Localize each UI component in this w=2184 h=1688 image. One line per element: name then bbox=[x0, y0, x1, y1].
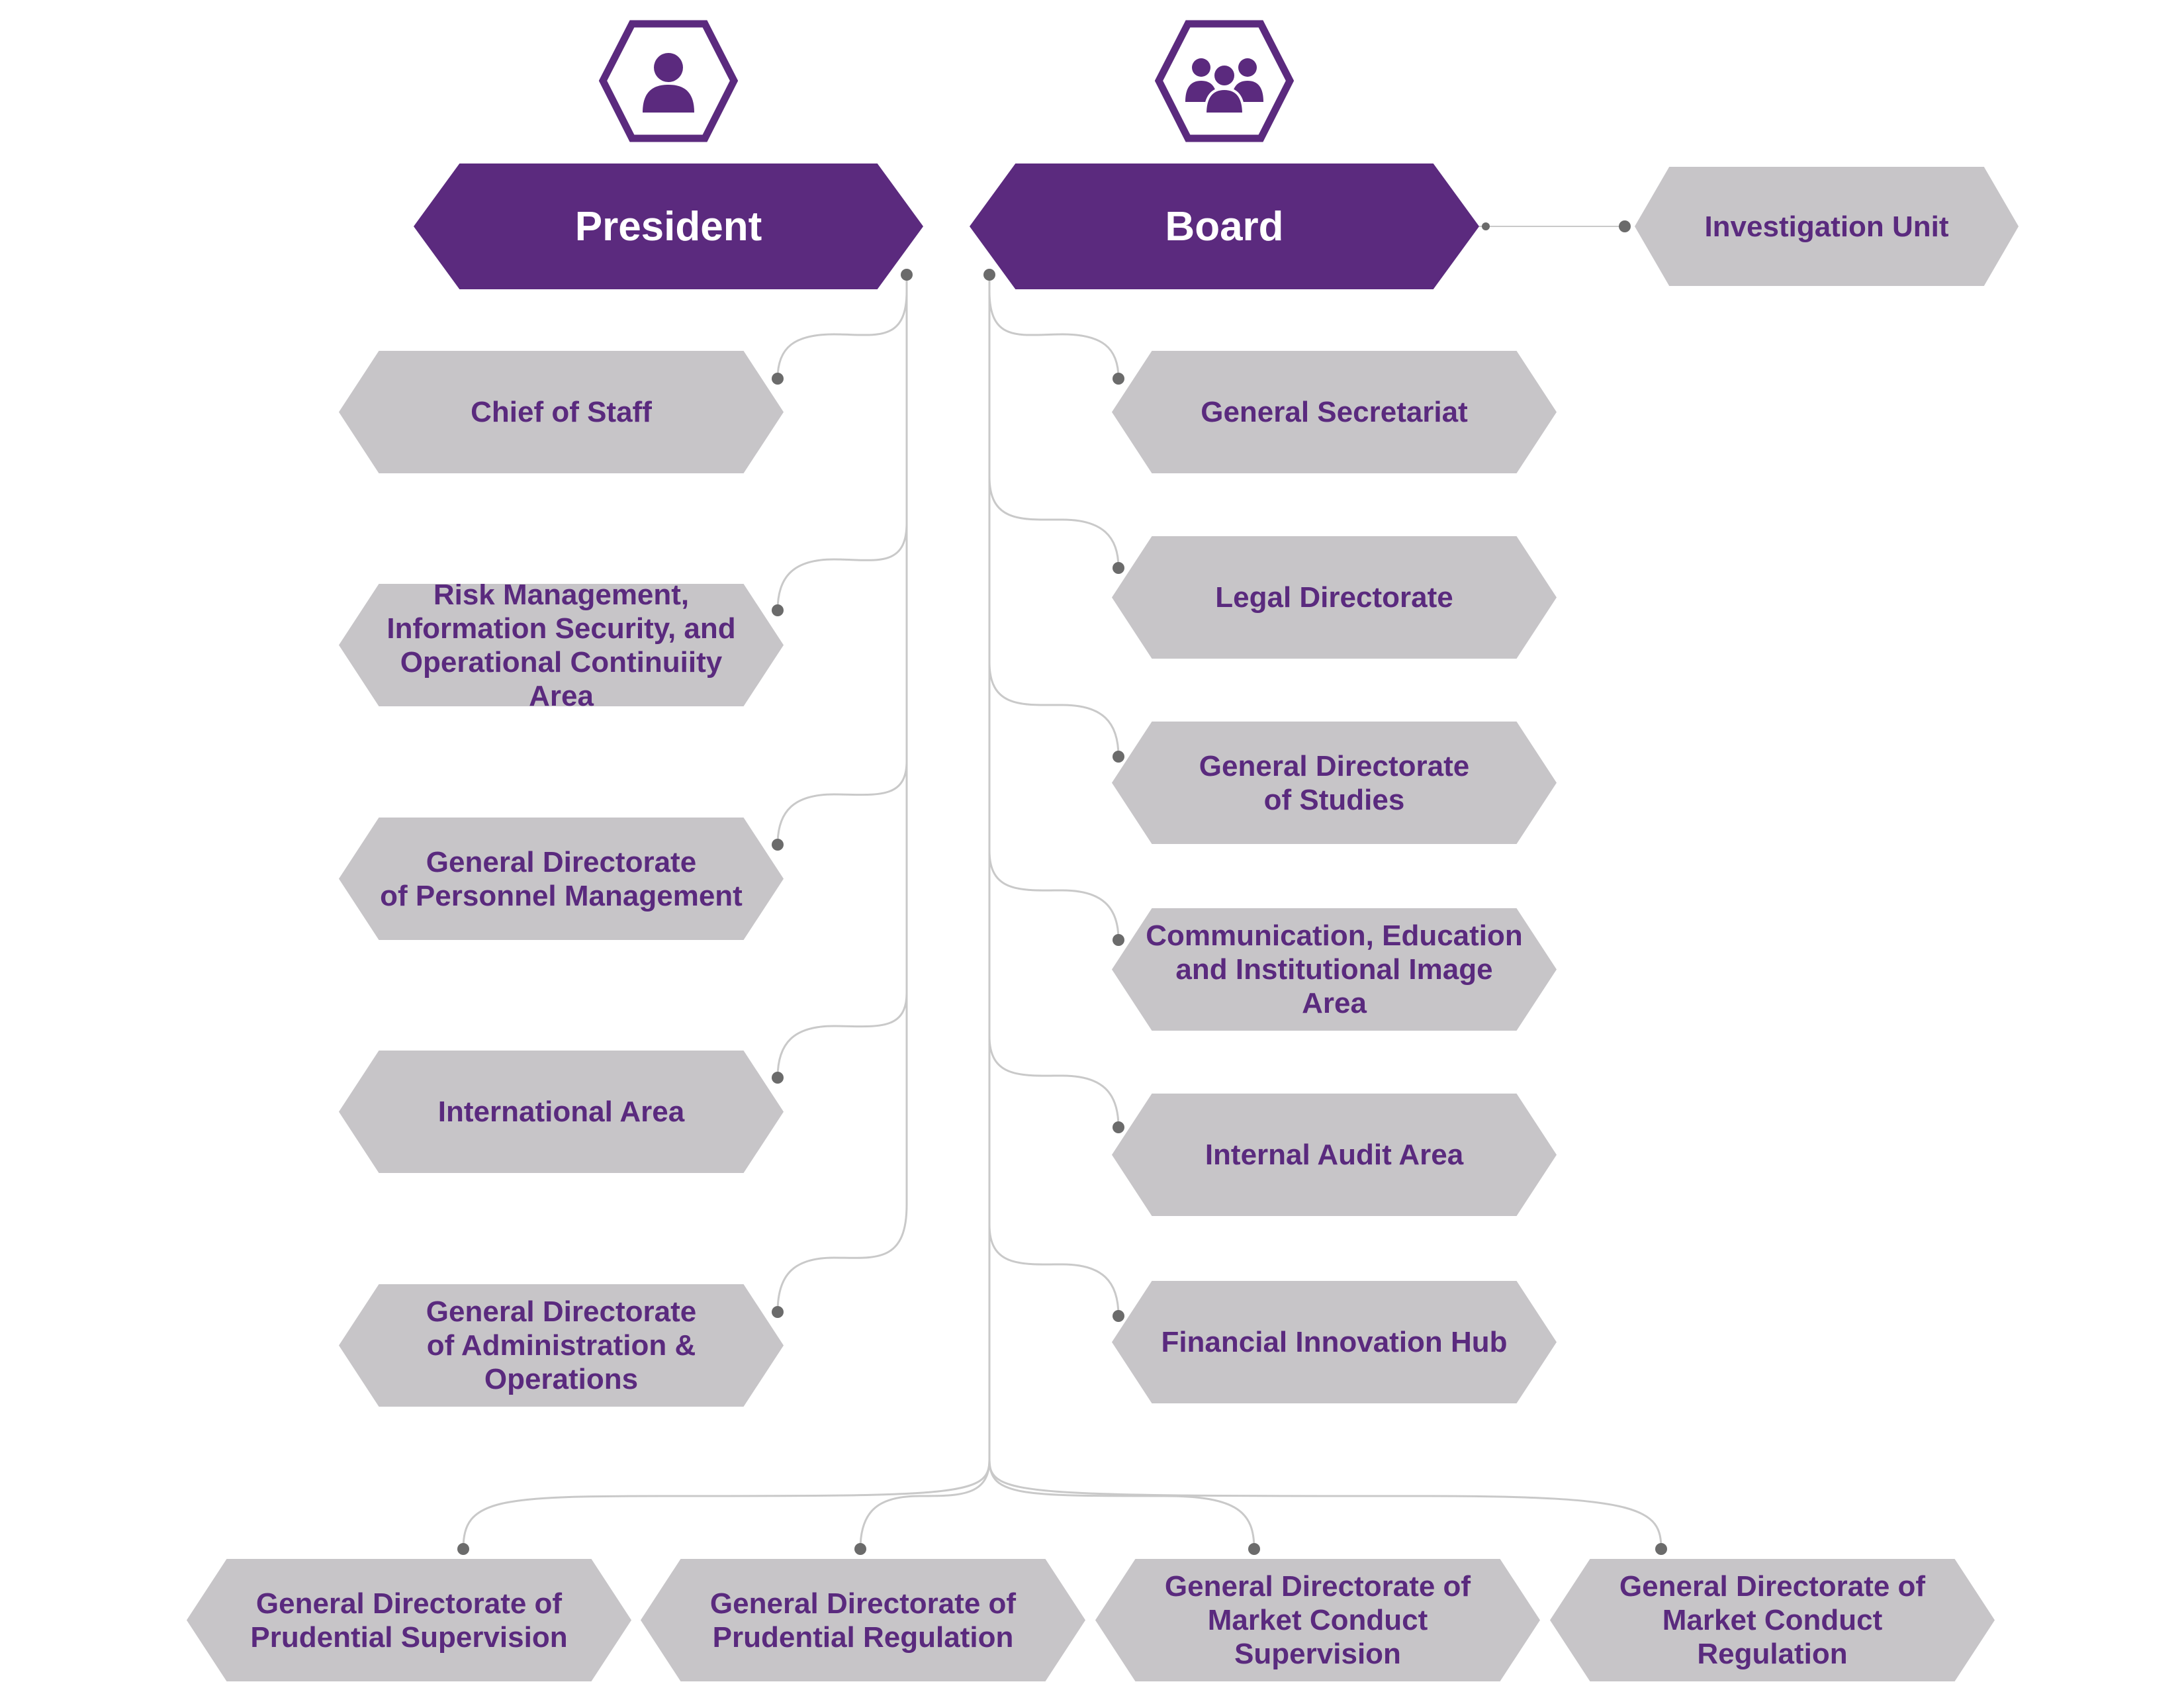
connector-market-supervision bbox=[988, 1459, 1255, 1550]
dot-legal bbox=[1113, 562, 1124, 574]
dot-administration bbox=[772, 1306, 784, 1318]
unit-label: General Directorate of Studies bbox=[1199, 749, 1470, 816]
unit-market-conduct-regulation: General Directorate of Market Conduct Re… bbox=[1550, 1559, 1995, 1681]
unit-label: General Directorate of Administration & … bbox=[426, 1295, 697, 1395]
dot-board-right bbox=[1482, 222, 1490, 230]
dot-communication bbox=[1113, 934, 1124, 946]
connector-administration bbox=[776, 1204, 908, 1313]
unit-international-area: International Area bbox=[339, 1051, 784, 1173]
dot-market-regulation bbox=[1655, 1543, 1667, 1555]
unit-legal-directorate: Legal Directorate bbox=[1112, 536, 1557, 659]
connector-international bbox=[776, 992, 908, 1078]
dot-prudential-supervision bbox=[457, 1543, 469, 1555]
unit-label: Legal Directorate bbox=[1215, 581, 1453, 614]
unit-label: International Area bbox=[437, 1096, 685, 1128]
unit-label: Communication, Education and Institution… bbox=[1146, 919, 1523, 1019]
connector-market-regulation bbox=[988, 1459, 1662, 1550]
dot-risk-management bbox=[772, 604, 784, 616]
unit-prudential-regulation: General Directorate of Prudential Regula… bbox=[641, 1559, 1085, 1681]
unit-label: General Directorate of Prudential Regula… bbox=[709, 1587, 1017, 1654]
dot-general-secretariat bbox=[1113, 373, 1124, 385]
unit-administration-operations: General Directorate of Administration & … bbox=[339, 1284, 784, 1407]
connector-legal bbox=[988, 476, 1120, 569]
unit-communication-education: Communication, Education and Institution… bbox=[1112, 908, 1557, 1031]
unit-financial-innovation-hub: Financial Innovation Hub bbox=[1112, 1281, 1557, 1403]
connector-innovation bbox=[988, 1224, 1120, 1317]
connector-risk-management bbox=[776, 522, 908, 611]
dot-president bbox=[901, 269, 913, 281]
unit-label: Internal Audit Area bbox=[1205, 1139, 1464, 1171]
unit-chief-of-staff: Chief of Staff bbox=[339, 351, 784, 473]
unit-label: General Directorate of Market Conduct Su… bbox=[1164, 1570, 1471, 1670]
unit-risk-management: Risk Management, Information Security, a… bbox=[339, 584, 784, 706]
unit-label: General Directorate of Market Conduct Re… bbox=[1619, 1570, 1926, 1670]
dot-international bbox=[772, 1072, 784, 1084]
single-person-icon bbox=[599, 20, 738, 142]
unit-studies: General Directorate of Studies bbox=[1112, 722, 1557, 844]
connector-personnel bbox=[776, 761, 908, 845]
unit-personnel-management: General Directorate of Personnel Managem… bbox=[339, 818, 784, 940]
unit-general-secretariat: General Secretariat bbox=[1112, 351, 1557, 473]
unit-label: Chief of Staff bbox=[471, 396, 652, 428]
connector-chief-of-staff bbox=[776, 291, 908, 379]
connector-prudential-regulation bbox=[859, 1459, 991, 1550]
unit-internal-audit: Internal Audit Area bbox=[1112, 1094, 1557, 1216]
board-box: Board bbox=[970, 164, 1479, 289]
unit-label: General Secretariat bbox=[1201, 396, 1468, 428]
dot-board bbox=[983, 269, 995, 281]
president-label: President bbox=[574, 203, 762, 250]
unit-prudential-supervision: General Directorate of Prudential Superv… bbox=[187, 1559, 631, 1681]
unit-label: Risk Management, Information Security, a… bbox=[387, 578, 736, 712]
unit-label: Financial Innovation Hub bbox=[1161, 1326, 1508, 1358]
investigation-unit-label: Investigation Unit bbox=[1704, 210, 1949, 243]
investigation-unit-box: Investigation Unit bbox=[1635, 167, 2019, 286]
connector-studies bbox=[988, 661, 1120, 757]
unit-label: General Directorate of Personnel Managem… bbox=[380, 845, 743, 912]
connector-communication bbox=[988, 850, 1120, 941]
connector-prudential-supervision bbox=[462, 1459, 991, 1550]
board-label: Board bbox=[1165, 203, 1284, 250]
unit-label: General Directorate of Prudential Superv… bbox=[250, 1587, 568, 1654]
dot-investigation-unit bbox=[1619, 220, 1631, 232]
dot-innovation bbox=[1113, 1310, 1124, 1322]
connector-internal-audit bbox=[988, 1035, 1120, 1128]
dot-internal-audit bbox=[1113, 1121, 1124, 1133]
dot-market-supervision bbox=[1248, 1543, 1260, 1555]
president-box: President bbox=[414, 164, 923, 289]
connector-general-secretariat bbox=[988, 291, 1120, 379]
dot-personnel bbox=[772, 839, 784, 851]
group-of-people-icon bbox=[1155, 20, 1294, 142]
dot-studies bbox=[1113, 751, 1124, 763]
dot-chief-of-staff bbox=[772, 373, 784, 385]
unit-market-conduct-supervision: General Directorate of Market Conduct Su… bbox=[1095, 1559, 1540, 1681]
dot-prudential-regulation bbox=[854, 1543, 866, 1555]
